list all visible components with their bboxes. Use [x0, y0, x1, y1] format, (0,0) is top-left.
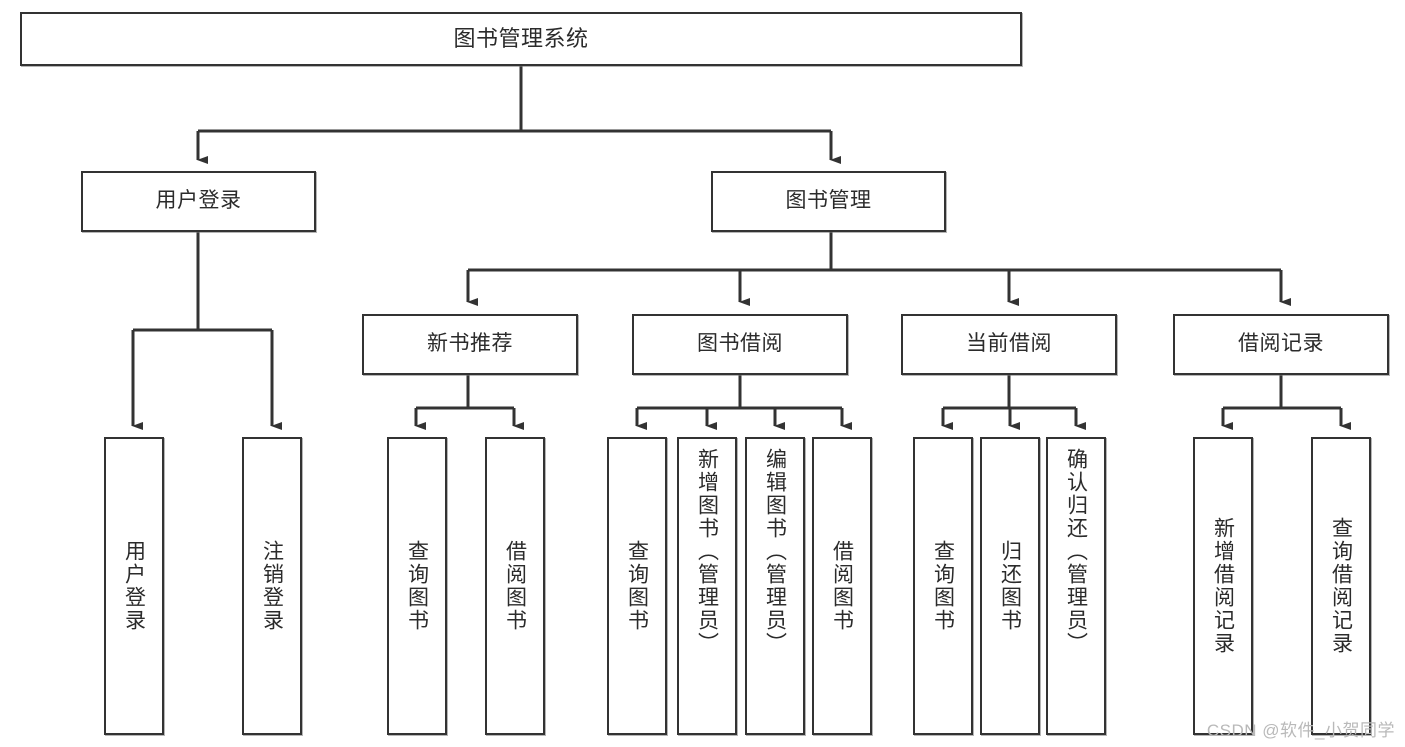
node-leaf-borrow-book-1[interactable]: 借阅图书: [485, 437, 545, 735]
csdn-watermark: CSDN @软件_小贺同学: [1206, 721, 1395, 740]
node-root-book-management-system[interactable]: 图书管理系统: [20, 12, 1022, 66]
node-book-manage[interactable]: 图书管理: [711, 171, 946, 232]
node-label: 图书管理: [785, 189, 872, 213]
node-label: 查询借阅记录: [1329, 517, 1353, 655]
node-label: 当前借阅: [966, 332, 1052, 356]
node-label: 编辑图书（管理员）: [763, 448, 787, 655]
node-leaf-confirm-return[interactable]: 确认归还（管理员）: [1046, 437, 1106, 735]
node-leaf-query-book-1[interactable]: 查询图书: [387, 437, 447, 735]
node-user-login[interactable]: 用户登录: [81, 171, 316, 232]
node-label: 新增图书（管理员）: [695, 448, 719, 655]
node-label: 新增借阅记录: [1211, 517, 1235, 655]
node-label: 查询图书: [931, 540, 955, 632]
node-borrow-record[interactable]: 借阅记录: [1173, 314, 1389, 375]
node-leaf-borrow-book-2[interactable]: 借阅图书: [812, 437, 872, 735]
node-new-book-recommend[interactable]: 新书推荐: [362, 314, 578, 375]
node-leaf-add-book[interactable]: 新增图书（管理员）: [677, 437, 737, 735]
node-current-borrow[interactable]: 当前借阅: [901, 314, 1117, 375]
node-label: 借阅图书: [830, 540, 854, 632]
node-label: 图书管理系统: [453, 26, 589, 52]
node-leaf-add-borrow-record[interactable]: 新增借阅记录: [1193, 437, 1253, 735]
node-leaf-return-book[interactable]: 归还图书: [980, 437, 1040, 735]
node-label: 借阅图书: [503, 540, 527, 632]
node-label: 注销登录: [260, 540, 284, 632]
node-label: 图书借阅: [697, 332, 783, 356]
node-label: 查询图书: [405, 540, 429, 632]
node-leaf-edit-book[interactable]: 编辑图书（管理员）: [745, 437, 805, 735]
node-label: 用户登录: [122, 540, 146, 632]
node-label: 借阅记录: [1238, 332, 1324, 356]
node-leaf-query-book-3[interactable]: 查询图书: [913, 437, 973, 735]
node-leaf-user-login[interactable]: 用户登录: [104, 437, 164, 735]
node-book-borrow[interactable]: 图书借阅: [632, 314, 848, 375]
node-leaf-logout-login[interactable]: 注销登录: [242, 437, 302, 735]
node-label: 用户登录: [155, 189, 242, 213]
node-label: 查询图书: [625, 540, 649, 632]
node-label: 归还图书: [998, 540, 1022, 632]
node-label: 新书推荐: [427, 332, 513, 356]
node-leaf-query-book-2[interactable]: 查询图书: [607, 437, 667, 735]
node-leaf-query-borrow-record[interactable]: 查询借阅记录: [1311, 437, 1371, 735]
node-label: 确认归还（管理员）: [1064, 448, 1088, 655]
